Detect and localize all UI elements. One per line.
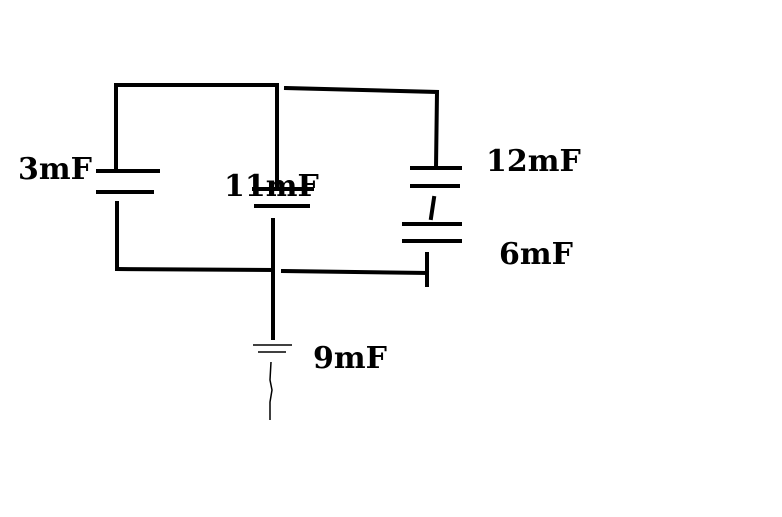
- right-branch-middle-wire: [428, 195, 437, 221]
- label-capacitor-3mf: 3mF: [18, 152, 92, 187]
- top-right-wire: [283, 85, 440, 171]
- label-capacitor-11mf: 11mF: [224, 169, 319, 204]
- bottom-right-wire: [280, 268, 430, 276]
- label-capacitor-6mf: 6mF: [499, 237, 573, 272]
- label-capacitor-9mf: 9mF: [313, 341, 387, 376]
- label-capacitor-12mf: 12mF: [486, 144, 581, 179]
- top-wire: [114, 83, 279, 90]
- bottom-left-wire: [114, 266, 276, 273]
- capacitor-9mf-lead-wire: [269, 361, 273, 420]
